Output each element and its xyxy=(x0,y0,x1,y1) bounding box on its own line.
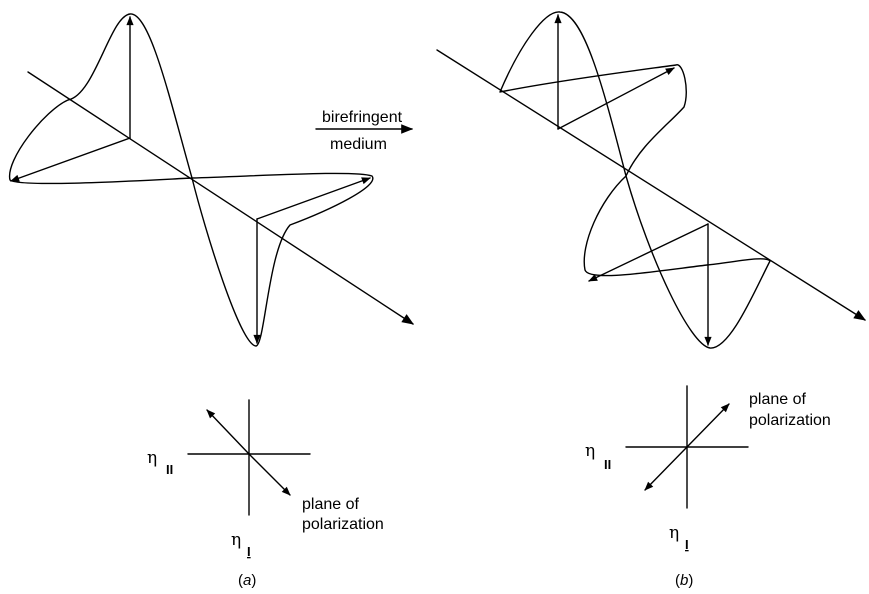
wave-b xyxy=(437,12,865,348)
eta-perp-sub-a: I xyxy=(247,544,251,559)
polarization-vector-a2 xyxy=(249,454,290,495)
axes-a: η II η I plane of polarization (a) xyxy=(147,400,384,589)
birefringent-medium-arrow: birefringent medium xyxy=(316,109,412,153)
polarization-vector-b2 xyxy=(645,447,687,490)
eta-parallel-sub-a: II xyxy=(166,462,173,477)
eta-parallel-sub-b: II xyxy=(604,457,611,472)
wave-a xyxy=(10,14,413,346)
eta-perp-b: η xyxy=(669,523,679,543)
caption-a: (a) xyxy=(238,572,256,589)
wave-curve-a xyxy=(10,14,373,346)
field-vector-right-b xyxy=(558,68,674,129)
axes-b: η II η I plane of polarization (b) xyxy=(585,386,831,589)
polarization-vector-a1 xyxy=(207,410,249,454)
caption-b: (b) xyxy=(675,572,693,589)
wave-curve-b xyxy=(500,12,770,348)
arrow-label-line2: medium xyxy=(330,136,387,153)
eta-parallel-a: η xyxy=(147,448,157,468)
polarization-label-a-line1: plane of xyxy=(302,496,359,513)
eta-parallel-b: η xyxy=(585,441,595,461)
polarization-label-b-line2: polarization xyxy=(749,412,831,429)
polarization-vector-b1 xyxy=(687,404,729,447)
polarization-label-a-line2: polarization xyxy=(302,516,384,533)
eta-perp-sub-b: I xyxy=(685,537,689,552)
eta-perp-a: η xyxy=(231,530,241,550)
arrow-label-line1: birefringent xyxy=(322,109,403,126)
polarization-label-b-line1: plane of xyxy=(749,391,806,408)
field-vector-right-a xyxy=(257,178,370,219)
field-vector-left-a xyxy=(11,138,130,181)
